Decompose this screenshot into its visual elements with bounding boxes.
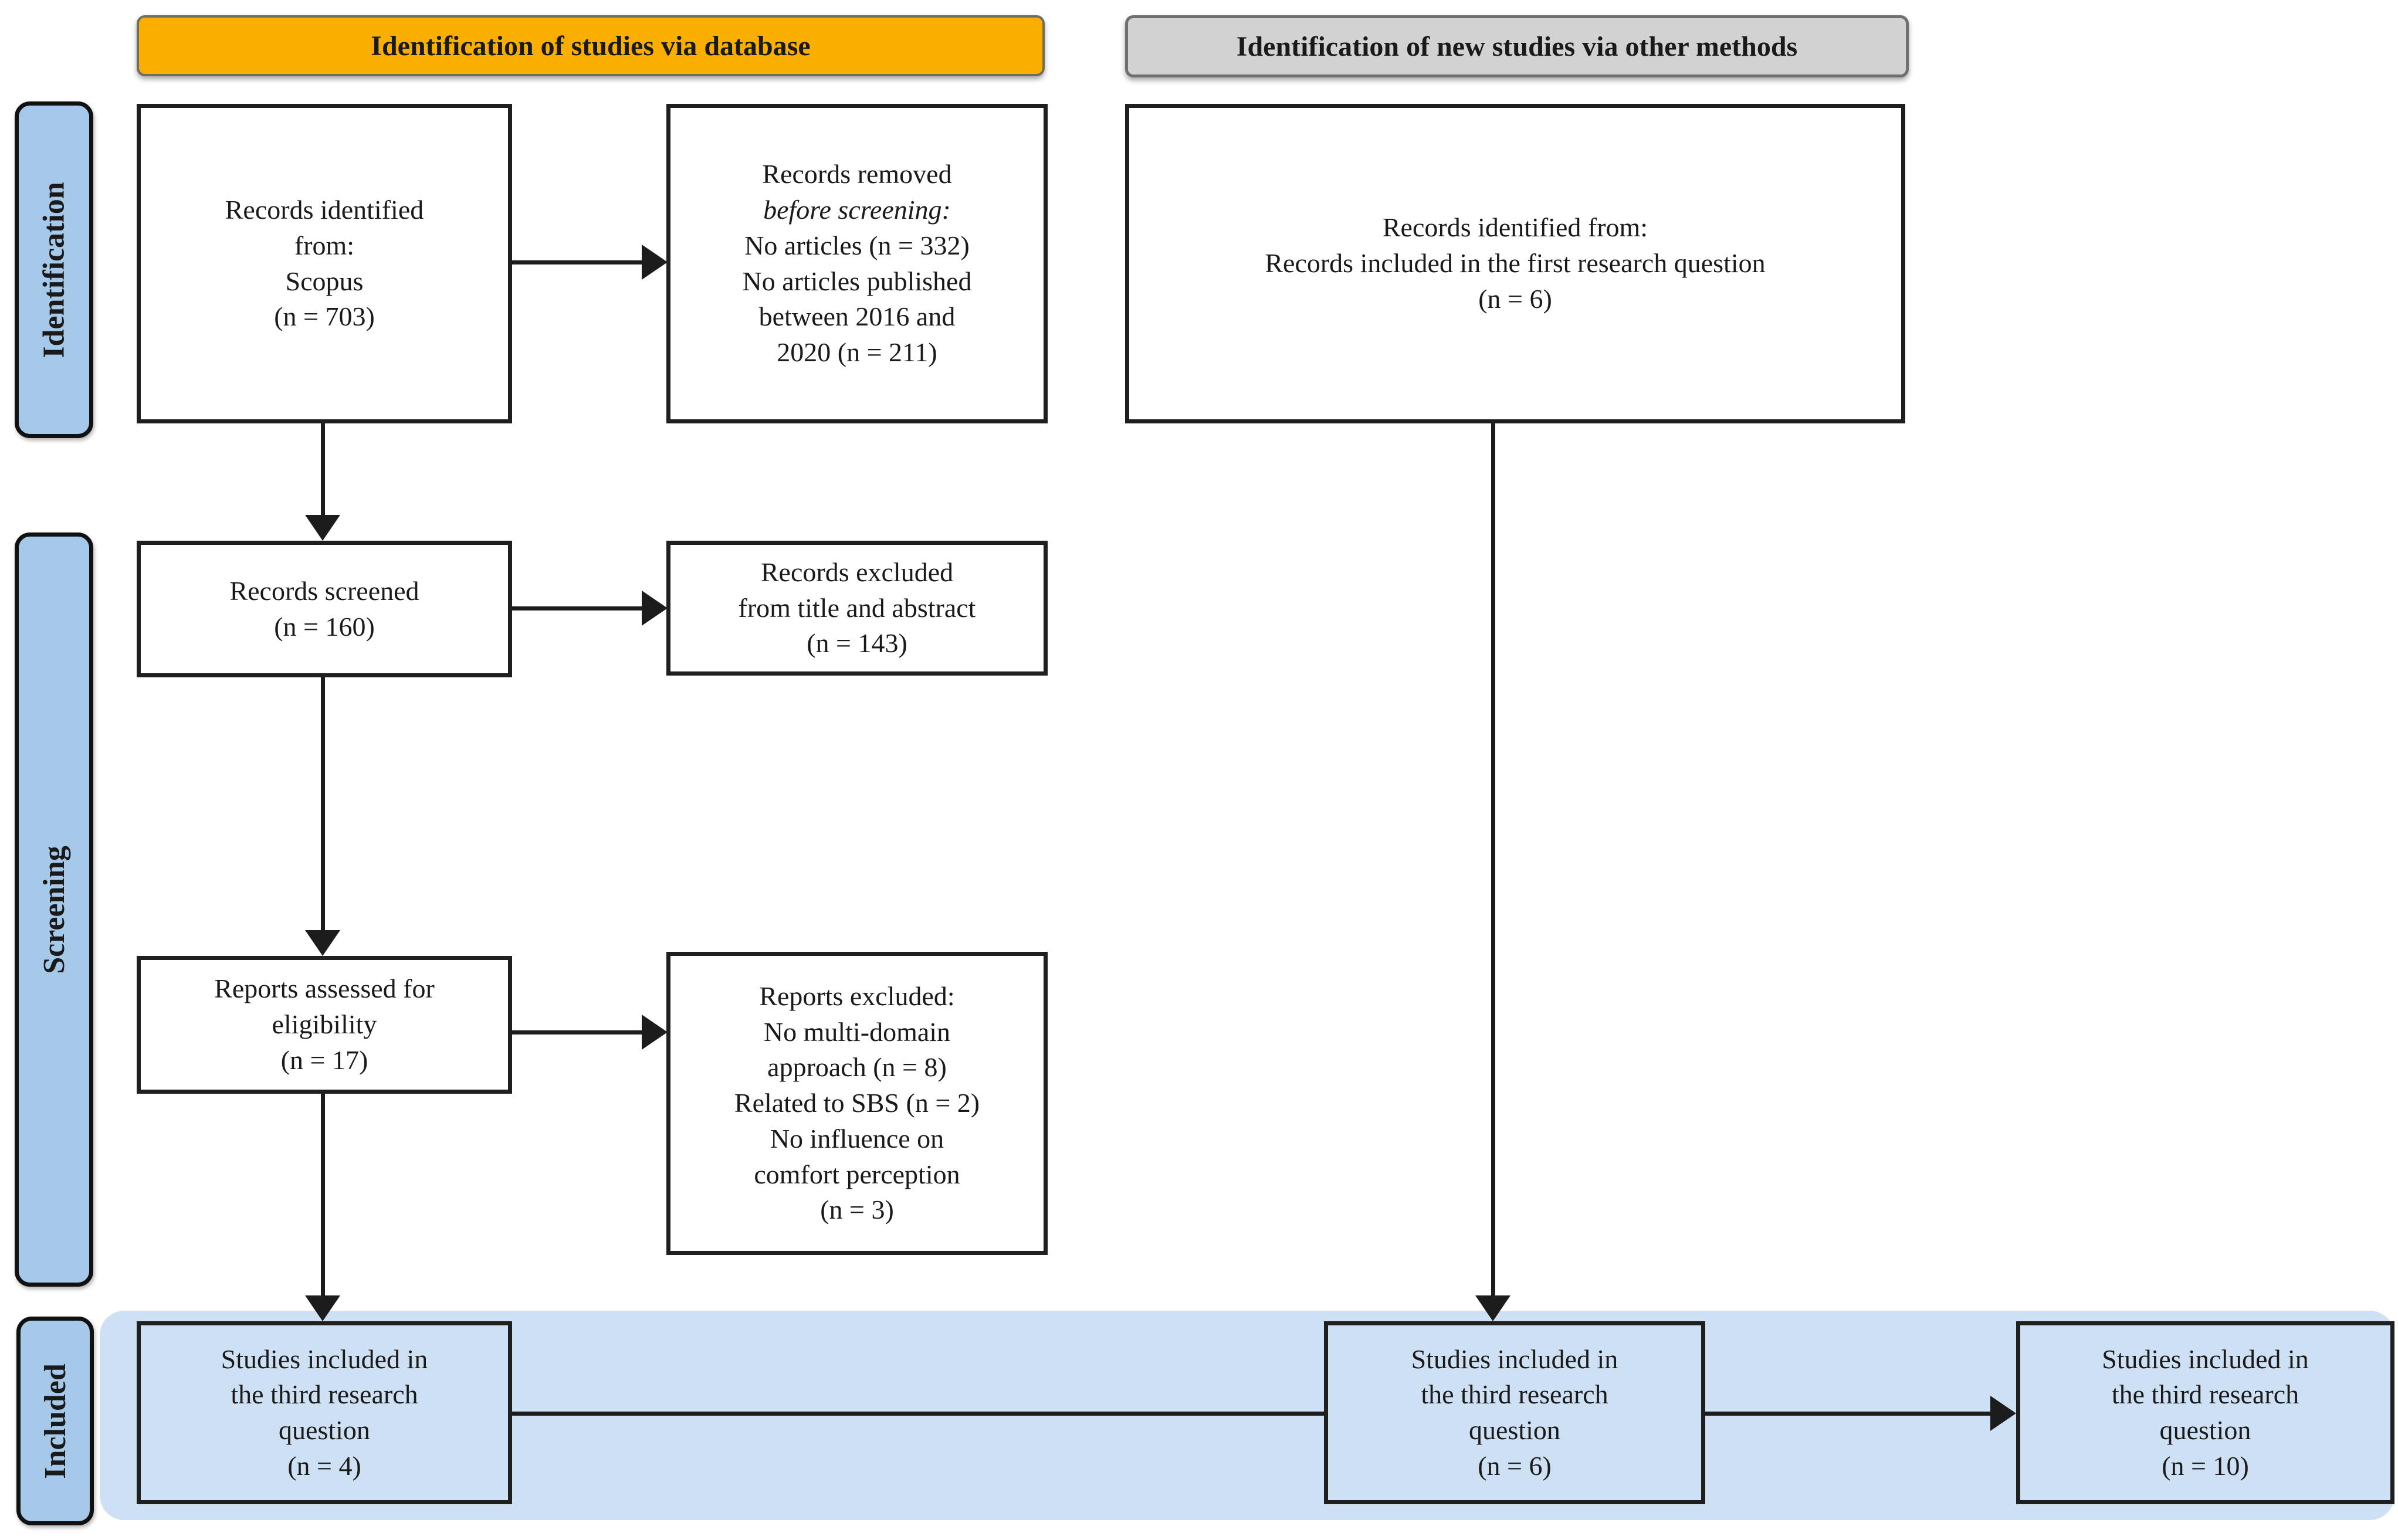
reports-assessed-box: Reports assessed for eligibility (n = 17… — [137, 956, 512, 1094]
arrowhead-screened-to-assessed — [305, 930, 340, 956]
records-identified-other-box: Records identified from: Records include… — [1125, 104, 1905, 423]
stage-screening: Screening — [15, 532, 93, 1287]
included-third-rq-total-box: Studies included in the third research q… — [2016, 1321, 2394, 1504]
connector-assessed-to-included — [321, 1094, 325, 1297]
header-database: Identification of studies via database — [137, 15, 1045, 76]
arrowhead-included6-to-included10 — [1990, 1396, 2016, 1431]
connector-identified-to-screened — [321, 423, 325, 516]
records-excluded-box: Records excluded from title and abstract… — [666, 541, 1048, 676]
stage-included-label: Included — [38, 1363, 72, 1479]
included-third-rq-other-box: Studies included in the third research q… — [1324, 1321, 1705, 1504]
arrowhead-identified-to-screened — [305, 515, 340, 541]
included-third-rq-database-box: Studies included in the third research q… — [137, 1321, 512, 1504]
records-identified-box: Records identified from: Scopus (n = 703… — [137, 104, 512, 423]
header-other-methods: Identification of new studies via other … — [1125, 15, 1909, 77]
stage-included: Included — [16, 1317, 94, 1525]
header-other-methods-label: Identification of new studies via other … — [1236, 30, 1798, 62]
stage-identification: Identification — [15, 101, 93, 438]
records-screened-text: Records screened (n = 160) — [229, 575, 419, 642]
connector-assessed-to-reports-excluded — [512, 1030, 642, 1034]
records-excluded-text: Records excluded from title and abstract… — [738, 557, 976, 659]
stage-identification-label: Identification — [37, 181, 71, 358]
reports-assessed-text: Reports assessed for eligibility (n = 17… — [214, 973, 435, 1075]
connector-included6-to-included10 — [1705, 1412, 1991, 1416]
connector-identified-to-removed — [512, 260, 642, 264]
arrowhead-identified-to-removed — [642, 245, 668, 280]
records-removed-box: Records removed before screening: No art… — [666, 104, 1048, 423]
included-third-rq-other-text: Studies included in the third research q… — [1411, 1344, 1618, 1481]
arrowhead-screened-to-excluded — [642, 591, 668, 626]
included-third-rq-total-text: Studies included in the third research q… — [2102, 1344, 2309, 1481]
records-removed-italic: before screening: — [763, 195, 951, 225]
connector-other-methods-to-included — [1491, 423, 1495, 1297]
reports-excluded-text: Reports excluded: No multi-domain approa… — [734, 981, 980, 1225]
records-identified-other-text: Records identified from: Records include… — [1265, 212, 1766, 314]
arrowhead-assessed-to-reports-excluded — [642, 1015, 668, 1050]
records-removed-line1: Records removed — [762, 159, 952, 189]
included-third-rq-database-text: Studies included in the third research q… — [221, 1344, 428, 1481]
stage-screening-label: Screening — [37, 845, 71, 974]
reports-excluded-box: Reports excluded: No multi-domain approa… — [666, 952, 1048, 1255]
connector-screened-to-excluded — [512, 606, 642, 610]
connector-included4-to-included6 — [512, 1412, 1324, 1416]
arrowhead-other-methods-to-included — [1475, 1295, 1510, 1321]
connector-screened-to-assessed — [321, 677, 325, 931]
records-identified-text: Records identified from: Scopus (n = 703… — [225, 195, 424, 332]
arrowhead-assessed-to-included — [305, 1295, 340, 1321]
header-database-label: Identification of studies via database — [371, 30, 811, 62]
records-screened-box: Records screened (n = 160) — [137, 541, 512, 677]
records-removed-rest: No articles (n = 332) No articles publis… — [742, 230, 972, 367]
